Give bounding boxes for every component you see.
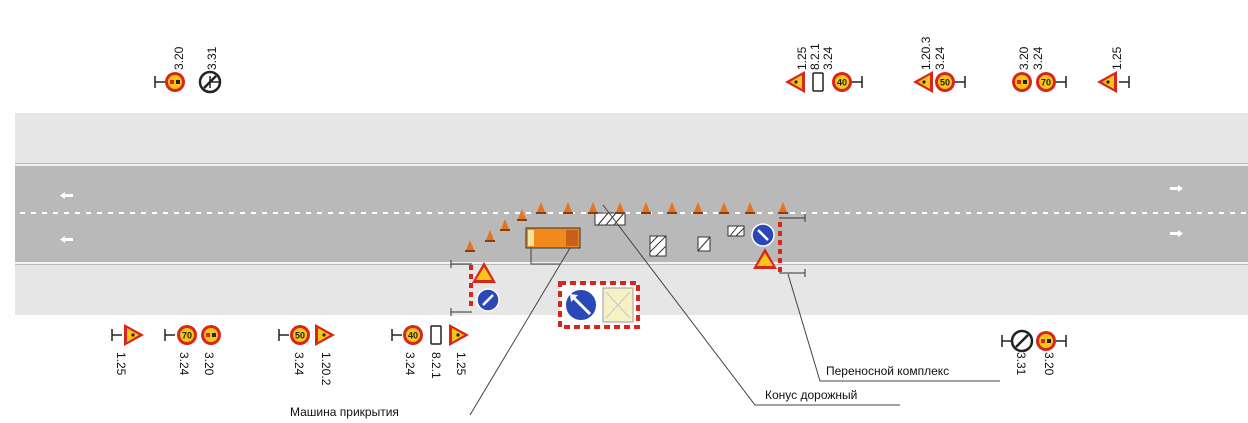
- speed-limit-sign-icon: 70: [1036, 72, 1056, 92]
- sign-code-label: 1.25: [454, 352, 468, 376]
- sign-code-label: 3.31: [205, 46, 219, 70]
- portable-barrier-right: [751, 214, 806, 277]
- sign-code-label: 3.24: [177, 352, 191, 376]
- road-cone-icon: [563, 202, 573, 214]
- road-cone-icon: [588, 202, 598, 214]
- speed-limit-sign-icon: 40: [832, 72, 852, 92]
- speed-limit-value: 70: [182, 331, 192, 341]
- road-cone-icon: [485, 230, 495, 242]
- callout-portable-complex: Переносной комплекс: [826, 364, 950, 378]
- road-cone-icon: [778, 202, 788, 214]
- sign-code-label: 3.24: [1031, 46, 1045, 70]
- road-cone-icon: [667, 202, 677, 214]
- sign-code-label: 1.20.3: [919, 36, 933, 70]
- road-cone-icon: [745, 202, 755, 214]
- speed-limit-sign-icon: 70: [177, 325, 197, 345]
- vehicle-icon: [525, 227, 581, 249]
- sign-code-label: 3.31: [1014, 352, 1028, 376]
- no-overtaking-sign-icon: [1036, 331, 1056, 351]
- road-cone-icon: [465, 240, 475, 252]
- sign-code-label: 3.24: [403, 352, 417, 376]
- speed-limit-value: 70: [1041, 78, 1051, 88]
- callout-lines: [469, 204, 1000, 416]
- callout-road-cone: Конус дорожный: [765, 388, 858, 402]
- road-works-sign-icon: [124, 324, 144, 346]
- road-works-sign-icon: [913, 71, 933, 93]
- top-shoulder: [15, 113, 1248, 163]
- callout-cover-vehicle: Машина прикрытия: [290, 405, 399, 419]
- road-works-sign-icon: [315, 324, 335, 346]
- speed-limit-sign-icon: 50: [290, 325, 310, 345]
- sign-code-label: 3.24: [933, 46, 947, 70]
- speed-limit-value: 40: [408, 331, 418, 341]
- sign-code-label: 3.20: [202, 352, 216, 376]
- no-overtaking-sign-icon: [165, 72, 185, 92]
- road-signs: 40 50 70 70 50 40: [111, 70, 1130, 353]
- road-cones: [465, 202, 788, 252]
- sign-code-label: 8.2.1: [429, 352, 443, 379]
- road-works-sign-icon: [785, 71, 805, 93]
- no-overtaking-sign-icon: [1012, 72, 1032, 92]
- sign-code-label: 3.24: [292, 352, 306, 376]
- no-overtaking-sign-icon: [201, 325, 221, 345]
- road-cone-icon: [615, 202, 625, 214]
- road-cone-icon: [500, 219, 510, 231]
- arrow-board-trailer: [558, 281, 640, 329]
- sign-code-label: 3.20: [1017, 46, 1031, 70]
- sign-code-label: 1.25: [114, 352, 128, 376]
- sign-code-label: 8.2.1: [808, 43, 822, 70]
- speed-limit-value: 50: [295, 331, 305, 341]
- speed-limit-value: 50: [940, 78, 950, 88]
- sign-code-label: 3.20: [172, 46, 186, 70]
- road-cone-icon: [693, 202, 703, 214]
- road-works-sign-icon: [1097, 71, 1117, 93]
- sign-code-label: 1.25: [1110, 46, 1124, 70]
- speed-limit-sign-icon: 50: [935, 72, 955, 92]
- end-restrictions-sign-icon: [1010, 329, 1034, 353]
- portable-barrier-left: [450, 260, 500, 316]
- direction-arrow-icon: [60, 185, 1183, 243]
- sign-code-label: 3.20: [1042, 352, 1056, 376]
- sign-code-label: 1.20.2: [319, 352, 333, 386]
- speed-limit-value: 40: [837, 78, 847, 88]
- distance-plate-icon: [812, 72, 824, 92]
- road-cone-icon: [719, 202, 729, 214]
- road-cone-icon: [641, 202, 651, 214]
- sign-code-label: 1.25: [795, 46, 809, 70]
- sign-code-label: 3.24: [821, 46, 835, 70]
- speed-limit-sign-icon: 40: [403, 325, 423, 345]
- road-works-sign-icon: [449, 324, 469, 346]
- road-cone-icon: [536, 202, 546, 214]
- road-cone-icon: [517, 209, 527, 221]
- distance-plate-icon: [430, 325, 442, 345]
